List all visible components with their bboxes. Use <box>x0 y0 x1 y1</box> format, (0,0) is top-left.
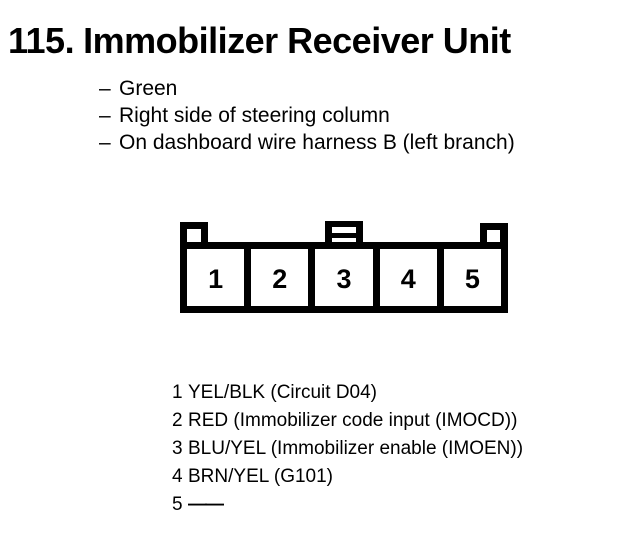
pin-number: 1 <box>172 382 183 403</box>
pin-number: 3 <box>172 438 183 459</box>
latch-slot <box>332 238 356 244</box>
pin-row: 4 BRN/YEL (G101) <box>172 463 523 491</box>
pin-cell-label: 4 <box>400 264 416 294</box>
pin-cell: 5 <box>443 249 502 306</box>
location-note: – Green <box>99 75 515 102</box>
pin-number: 5 <box>172 494 183 515</box>
pin-row: 5 —— <box>172 491 523 519</box>
location-note: – On dashboard wire harness B (left bran… <box>99 129 515 156</box>
dash-marker: – <box>99 131 111 154</box>
dash-marker: – <box>99 77 111 100</box>
location-note-text: Green <box>119 77 178 100</box>
pin-number: 4 <box>172 466 183 487</box>
pin-row: 2 RED (Immobilizer code input (IMOCD)) <box>172 407 523 435</box>
pin-row: 1 YEL/BLK (Circuit D04) <box>172 379 523 407</box>
dash-marker: – <box>99 104 111 127</box>
pin-cell-label: 5 <box>464 264 480 294</box>
location-note-text: Right side of steering column <box>119 104 390 127</box>
connector-diagram: 1 2 3 4 5 <box>180 221 508 313</box>
pin-description: BRN/YEL (G101) <box>188 466 334 487</box>
pin-cell: 1 <box>187 249 245 306</box>
location-note: – Right side of steering column <box>99 102 515 129</box>
connector-body: 1 2 3 4 5 <box>180 242 508 313</box>
pin-description: —— <box>188 494 224 515</box>
location-notes: – Green – Right side of steering column … <box>99 75 515 156</box>
latch-slot <box>332 227 356 233</box>
mount-tab-hole <box>487 230 500 242</box>
pin-cell-label: 1 <box>208 264 224 294</box>
pin-description: RED (Immobilizer code input (IMOCD)) <box>188 410 518 431</box>
pin-row: 3 BLU/YEL (Immobilizer enable (IMOEN)) <box>172 435 523 463</box>
page-title: Immobilizer Receiver Unit <box>83 20 511 61</box>
page-heading: 115. Immobilizer Receiver Unit <box>8 20 511 61</box>
pin-cell-label: 3 <box>336 264 352 294</box>
pin-cell: 3 <box>315 249 373 306</box>
pin-number: 2 <box>172 410 183 431</box>
pin-cell: 4 <box>379 249 437 306</box>
mount-tab-hole <box>187 229 201 242</box>
pin-cell-label: 2 <box>272 264 288 294</box>
pin-description: YEL/BLK (Circuit D04) <box>188 382 378 403</box>
pin-description: BLU/YEL (Immobilizer enable (IMOEN)) <box>188 438 524 459</box>
pin-cell: 2 <box>251 249 309 306</box>
location-note-text: On dashboard wire harness B (left branch… <box>119 131 515 154</box>
pin-legend: 1 YEL/BLK (Circuit D04) 2 RED (Immobiliz… <box>172 379 523 519</box>
section-number: 115. <box>8 20 75 61</box>
